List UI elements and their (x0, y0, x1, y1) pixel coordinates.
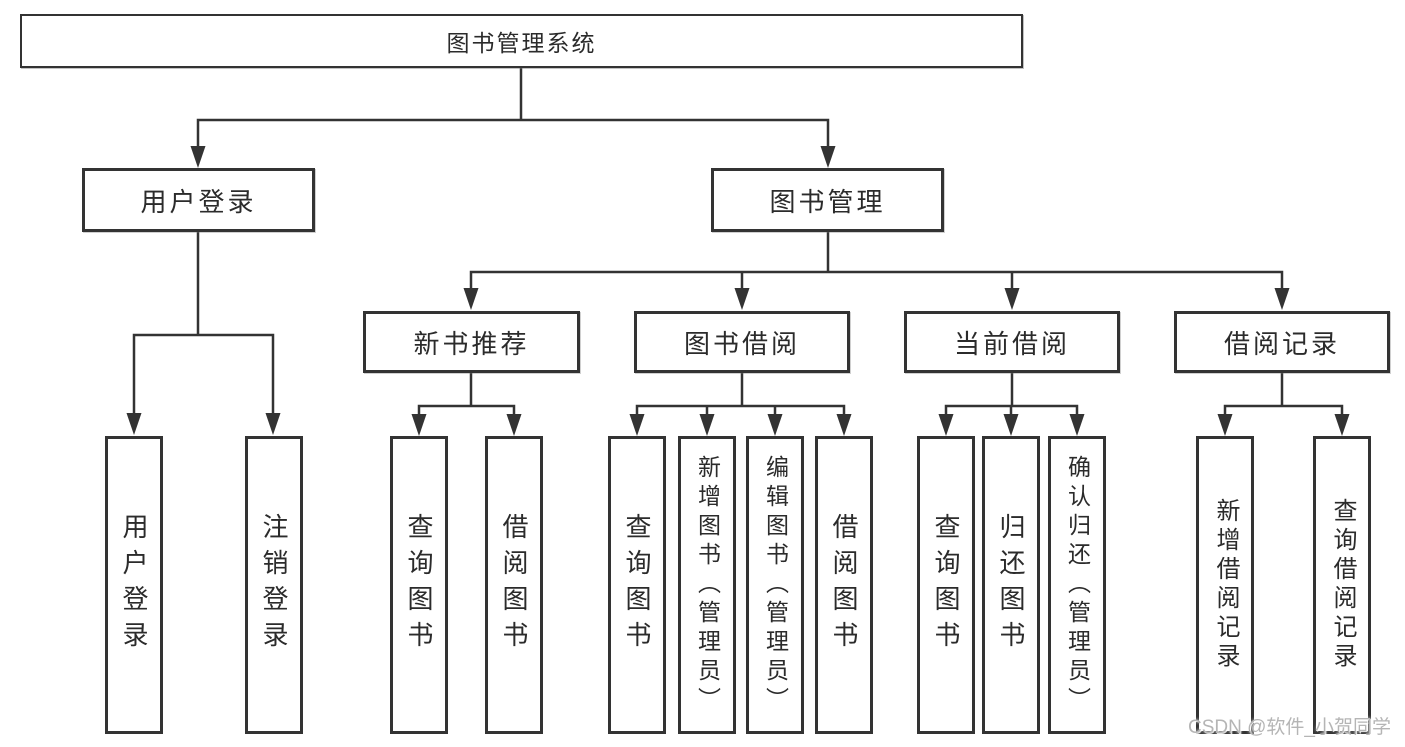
leaf-user-login-label: 用户登录 (119, 513, 149, 657)
leaf-logout-label: 注销登录 (259, 513, 289, 657)
node-leaf-nbr-query-books: 查询图书 (390, 436, 448, 734)
node-leaf-br-query-record: 查询借阅记录 (1313, 436, 1371, 734)
branch-book-management-label: 图书管理 (769, 186, 886, 217)
csdn-watermark: CSDN @软件_小贺同学 (1188, 717, 1391, 738)
node-section-new-book-recommend: 新书推荐 (363, 311, 580, 373)
node-leaf-br-add-record: 新增借阅记录 (1196, 436, 1254, 734)
node-leaf-cb-confirm-return-admin: 确认归还（管理员） (1048, 436, 1106, 734)
node-leaf-bb-edit-books-admin: 编辑图书（管理员） (746, 436, 804, 734)
node-root-label: 图书管理系统 (446, 30, 597, 56)
leaf-nbr-query-books-label: 查询图书 (404, 513, 434, 657)
node-leaf-user-login: 用户登录 (105, 436, 163, 734)
section-new-book-recommend-label: 新书推荐 (413, 328, 530, 359)
node-leaf-bb-add-books-admin: 新增图书（管理员） (678, 436, 736, 734)
section-borrow-records-label: 借阅记录 (1223, 328, 1340, 359)
leaf-cb-return-books-label: 归还图书 (996, 513, 1026, 657)
section-current-borrow-label: 当前借阅 (953, 328, 1070, 359)
section-book-borrow-label: 图书借阅 (683, 328, 800, 359)
leaf-bb-query-books-label: 查询图书 (622, 513, 652, 657)
node-leaf-nbr-borrow-books: 借阅图书 (485, 436, 543, 734)
node-leaf-bb-borrow-books: 借阅图书 (815, 436, 873, 734)
node-section-book-borrow: 图书借阅 (634, 311, 850, 373)
leaf-bb-edit-books-admin-label: 编辑图书（管理员） (762, 454, 789, 716)
node-leaf-cb-query-books: 查询图书 (917, 436, 975, 734)
node-branch-user-login: 用户登录 (82, 168, 315, 232)
node-branch-book-management: 图书管理 (711, 168, 944, 232)
leaf-br-add-record-label: 新增借阅记录 (1212, 498, 1239, 672)
node-root-system: 图书管理系统 (20, 14, 1023, 68)
leaf-cb-confirm-return-admin-label: 确认归还（管理员） (1064, 454, 1091, 716)
arrowheads (126, 146, 1350, 436)
leaf-bb-borrow-books-label: 借阅图书 (829, 513, 859, 657)
leaf-cb-query-books-label: 查询图书 (931, 513, 961, 657)
node-leaf-logout: 注销登录 (245, 436, 303, 734)
leaf-br-query-record-label: 查询借阅记录 (1329, 498, 1356, 672)
node-leaf-cb-return-books: 归还图书 (982, 436, 1040, 734)
node-leaf-bb-query-books: 查询图书 (608, 436, 666, 734)
node-section-borrow-records: 借阅记录 (1174, 311, 1390, 373)
leaf-nbr-borrow-books-label: 借阅图书 (499, 513, 529, 657)
leaf-bb-add-books-admin-label: 新增图书（管理员） (694, 454, 721, 716)
node-section-current-borrow: 当前借阅 (904, 311, 1120, 373)
branch-user-login-label: 用户登录 (140, 186, 257, 217)
